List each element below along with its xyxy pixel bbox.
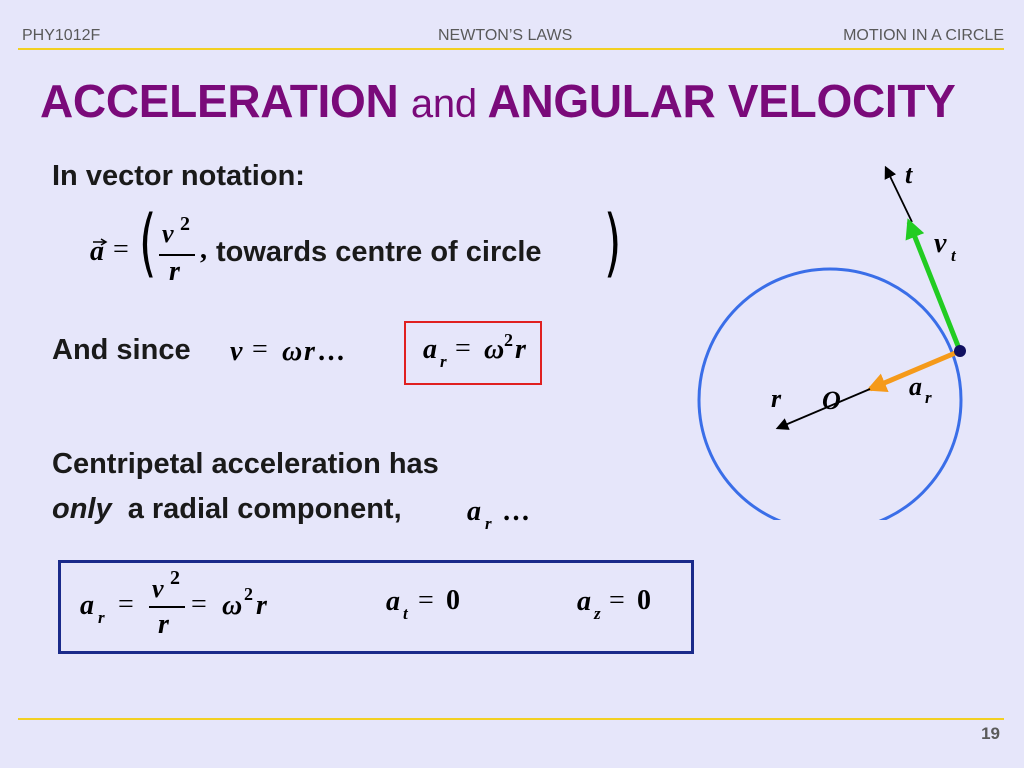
since-dots: … [318, 336, 346, 367]
right-paren: ) [604, 200, 622, 286]
summary-at-val: 0 [446, 585, 460, 616]
vector-comma: , [200, 234, 207, 265]
summary-a-sub: r [98, 608, 105, 627]
velocity-vector [905, 218, 963, 352]
summary-az-eq: = [609, 585, 625, 616]
left-paren: ( [139, 200, 157, 286]
since-omega: ω [282, 336, 303, 367]
centripetal-var: a [467, 496, 481, 527]
vector-den-r: r [169, 256, 180, 287]
boxed-exp: 2 [504, 330, 513, 350]
header-topic: NEWTON’S LAWS [438, 27, 573, 44]
origin-label: O [822, 386, 841, 415]
title-part3: ANGULAR VELOCITY [487, 75, 956, 127]
vector-equals: = [113, 234, 129, 265]
centripetal-only: only [52, 493, 112, 525]
summary-at-a: a [386, 586, 400, 617]
summary-den-r: r [158, 609, 169, 640]
since-r: r [304, 336, 315, 367]
centripetal-sub: r [485, 514, 492, 533]
header-section: MOTION IN A CIRCLE [843, 27, 1004, 44]
boxed-equation-red [404, 321, 542, 385]
summary-az-sub: z [594, 604, 601, 623]
vt-label: v [934, 228, 947, 259]
acceleration-vector [866, 348, 961, 392]
vector-num-exp: 2 [180, 213, 190, 235]
vector-heading: In vector notation: [52, 160, 305, 192]
ar-label: a [909, 372, 922, 401]
circle-diagram [697, 165, 966, 520]
radial-axis-arrow [775, 388, 871, 430]
centripetal-line1: Centripetal acceleration has [52, 448, 439, 480]
circle-path [697, 267, 963, 520]
footer-rule [18, 718, 1004, 720]
centripetal-rest: a radial component, [127, 493, 402, 525]
boxed-a: a [423, 334, 437, 365]
since-label: And since [52, 334, 191, 366]
header-course: PHY1012F [22, 27, 101, 44]
centripetal-line2: only a radial component, [52, 493, 402, 526]
summary-omega: ω [222, 590, 243, 621]
particle-point [954, 345, 966, 357]
t-label: t [905, 160, 913, 189]
summary-a: a [80, 590, 94, 621]
vector-num-v: v [162, 219, 174, 248]
r-label: r [771, 384, 782, 413]
vector-fraction-bar [159, 254, 195, 256]
since-v: v [230, 336, 243, 367]
summary-fraction-bar [149, 606, 185, 608]
vector-arrow-icon [93, 238, 108, 246]
boxed-sub: r [440, 352, 447, 371]
summary-exp: 2 [244, 584, 253, 604]
centripetal-dots: … [503, 496, 531, 527]
summary-at-eq: = [418, 585, 434, 616]
summary-az-val: 0 [637, 585, 651, 616]
boxed-equals: = [455, 333, 471, 364]
summary-r: r [256, 590, 267, 621]
vector-a: a [90, 236, 104, 267]
boxed-omega: ω [484, 334, 505, 365]
summary-box [58, 560, 694, 654]
title-part1: ACCELERATION [40, 75, 399, 127]
page-title: ACCELERATION and ANGULAR VELOCITY [40, 74, 956, 128]
summary-eq2: = [191, 589, 207, 620]
vector-text: towards centre of circle [216, 236, 542, 268]
header-rule [18, 48, 1004, 50]
summary-num-exp: 2 [170, 567, 180, 589]
tangent-axis-arrow [884, 165, 913, 223]
summary-az-a: a [577, 586, 591, 617]
summary-num-v: v [152, 574, 164, 603]
since-equals: = [252, 334, 268, 365]
boxed-r: r [515, 334, 526, 365]
summary-at-sub: t [403, 604, 408, 623]
summary-eq1: = [118, 589, 134, 620]
vt-sub: t [951, 246, 956, 265]
title-part2: and [410, 82, 477, 126]
page-number: 19 [981, 724, 1000, 743]
ar-sub: r [925, 388, 932, 407]
